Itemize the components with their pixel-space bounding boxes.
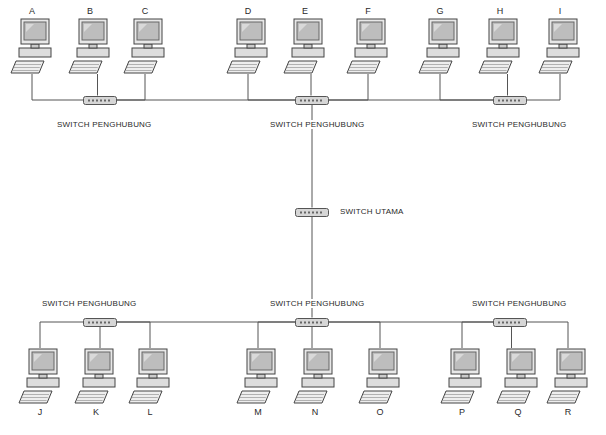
computer: A — [10, 18, 54, 74]
network-switch: SWITCH PENGHUBUNG — [493, 96, 527, 105]
computer-icon — [293, 348, 337, 404]
network-cable — [507, 74, 508, 96]
computer-letter: F — [363, 6, 373, 16]
network-cable — [329, 74, 368, 100]
computer: M — [236, 348, 280, 404]
computer-icon — [440, 348, 484, 404]
network-switch: SWITCH PENGHUBUNG — [83, 96, 117, 105]
computer-letter: H — [495, 6, 506, 16]
computer-letter: Q — [512, 407, 523, 417]
computer-letter: E — [300, 6, 310, 16]
computer-icon — [478, 18, 522, 74]
computer: P — [440, 348, 484, 404]
computer-icon — [538, 18, 582, 74]
computer-icon — [496, 348, 540, 404]
computer: F — [346, 18, 390, 74]
computer-letter: B — [85, 6, 95, 16]
network-switch: SWITCH UTAMA — [295, 208, 329, 217]
network-switch: SWITCH PENGHUBUNG — [295, 318, 329, 327]
computer-icon — [236, 348, 280, 404]
computer-icon — [68, 18, 112, 74]
computer-letter: R — [563, 407, 574, 417]
switch-label: SWITCH PENGHUBUNG — [268, 299, 367, 308]
network-cable — [527, 74, 560, 100]
network-cable — [100, 327, 101, 349]
computer-letter: N — [310, 407, 321, 417]
computer-letter: O — [374, 407, 385, 417]
computer: H — [478, 18, 522, 74]
computer-letter: L — [145, 407, 154, 417]
network-cable — [527, 322, 568, 348]
computer-icon — [346, 18, 390, 74]
switch-label: SWITCH PENGHUBUNG — [268, 120, 367, 129]
computer-letter: M — [252, 407, 264, 417]
network-cable — [117, 322, 150, 348]
computer-icon — [74, 348, 118, 404]
computer: Q — [496, 348, 540, 404]
network-cable — [462, 322, 493, 348]
network-switch: SWITCH PENGHUBUNG — [295, 96, 329, 105]
switch-icon — [295, 318, 329, 327]
computer-icon — [123, 18, 167, 74]
computer-icon — [358, 348, 402, 404]
network-cable — [32, 74, 83, 100]
network-cable — [440, 74, 493, 100]
computer: R — [546, 348, 590, 404]
computer: L — [128, 348, 172, 404]
network-cable — [97, 74, 98, 96]
switch-icon — [493, 318, 527, 327]
computer-letter: C — [140, 6, 151, 16]
computer-letter: I — [557, 6, 564, 16]
network-cable — [511, 327, 512, 349]
network-cable — [117, 74, 145, 100]
computer-icon — [546, 348, 590, 404]
computer-letter: J — [36, 407, 45, 417]
computer-icon — [226, 18, 270, 74]
computer: K — [74, 348, 118, 404]
network-cable — [248, 74, 295, 100]
computer: G — [418, 18, 462, 74]
computer: D — [226, 18, 270, 74]
computer-icon — [283, 18, 327, 74]
computer-letter: G — [434, 6, 445, 16]
switch-label: SWITCH PENGHUBUNG — [40, 299, 139, 308]
computer: I — [538, 18, 582, 74]
switch-label: SWITCH PENGHUBUNG — [470, 299, 569, 308]
network-cable — [329, 322, 380, 348]
network-cable — [40, 322, 83, 348]
switch-icon — [295, 208, 329, 217]
computer-icon — [128, 348, 172, 404]
computer-icon — [418, 18, 462, 74]
computer: B — [68, 18, 112, 74]
switch-label: SWITCH PENGHUBUNG — [55, 120, 154, 129]
computer-icon — [10, 18, 54, 74]
switch-label: SWITCH UTAMA — [338, 207, 406, 216]
switch-icon — [83, 96, 117, 105]
network-cable — [117, 100, 295, 101]
switch-label: SWITCH PENGHUBUNG — [470, 120, 569, 129]
computer-letter: K — [91, 407, 101, 417]
network-switch: SWITCH PENGHUBUNG — [493, 318, 527, 327]
computer-icon — [18, 348, 62, 404]
switch-icon — [295, 96, 329, 105]
switch-icon — [493, 96, 527, 105]
computer-letter: D — [243, 6, 254, 16]
switch-icon — [83, 318, 117, 327]
computer-letter: P — [457, 407, 467, 417]
computer: N — [293, 348, 337, 404]
network-cable — [311, 74, 312, 96]
computer: O — [358, 348, 402, 404]
computer-letter: A — [27, 6, 37, 16]
network-cable — [329, 100, 493, 101]
computer: E — [283, 18, 327, 74]
network-cable — [258, 322, 295, 348]
network-cable — [312, 327, 313, 349]
computer: J — [18, 348, 62, 404]
computer: C — [123, 18, 167, 74]
network-switch: SWITCH PENGHUBUNG — [83, 318, 117, 327]
